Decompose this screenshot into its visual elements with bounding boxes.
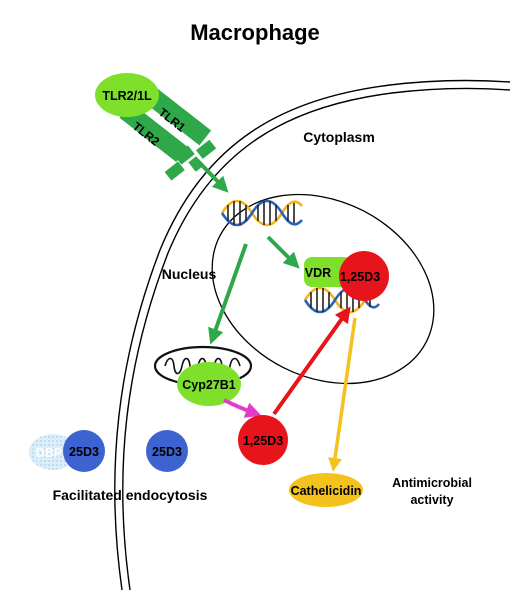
d3-25-label-a: 25D3 (69, 445, 99, 459)
arrow-cyp-to-d3 (223, 398, 262, 418)
d3-25-circle-a (63, 430, 105, 472)
d3-cytoplasm-label: 1,25D3 (243, 434, 283, 448)
d3-25-node-b: 25D3 (146, 430, 188, 472)
cytoplasm-label: Cytoplasm (303, 129, 375, 145)
dbp-label: DBP (36, 446, 62, 460)
d3-25-label-b: 25D3 (152, 445, 182, 459)
arrow-receptor-to-dna (195, 158, 229, 193)
antimicrobial-label-line2: activity (410, 493, 453, 507)
arrow-nucleus-to-cathelicidin (328, 317, 357, 472)
nucleus-envelope (211, 193, 435, 385)
tlr-receptor-complex: TLR2 TLR1 TLR2/1L (95, 73, 217, 181)
arrow-dna-to-vdr (266, 235, 300, 269)
tlr1-bar (144, 87, 212, 146)
nucleus-label: Nucleus (162, 266, 217, 282)
d3-cytoplasm-node: 1,25D3 (238, 415, 288, 465)
tlr21l-label: TLR2/1L (102, 89, 152, 103)
d3-nucleus-circle (339, 251, 389, 301)
cathelicidin-label: Cathelicidin (291, 484, 362, 498)
vdr-label: VDR (305, 266, 331, 280)
tlr21l-ligand (95, 73, 159, 117)
cathelicidin-node: Cathelicidin (289, 473, 363, 507)
endocytosis-label: Facilitated endocytosis (53, 487, 208, 503)
vdr-complex: VDR 1,25D3 (304, 251, 389, 301)
arrow-d3-to-nucleus (272, 306, 351, 416)
cyp27b1-node: Cyp27B1 (177, 362, 241, 406)
dbp-25d3-complex: DBP 25D3 (29, 430, 105, 472)
tlr2-bar (119, 102, 188, 163)
arrow-dna-to-cyp (208, 243, 248, 345)
antimicrobial-label-line1: Antimicrobial (392, 476, 472, 490)
cyp27b1-label: Cyp27B1 (182, 378, 236, 392)
page-title: Macrophage (190, 20, 320, 45)
dna-top-icon (220, 199, 303, 227)
d3-nucleus-label: 1,25D3 (340, 270, 380, 284)
green-arrows (195, 158, 300, 345)
